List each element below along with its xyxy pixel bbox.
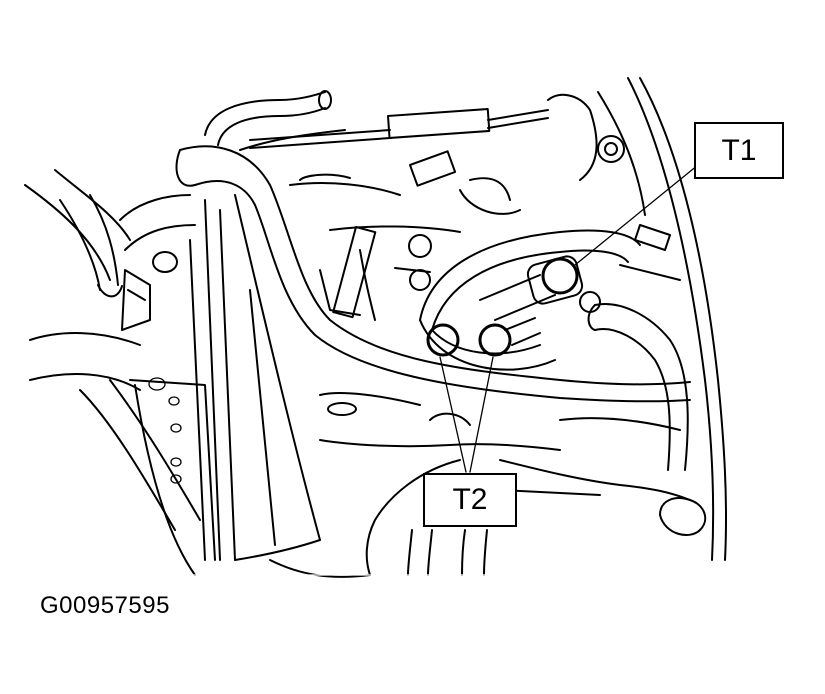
radiator-housing <box>189 194 321 561</box>
engine-bay-line-drawing <box>0 77 728 578</box>
fender-bolt <box>597 135 625 163</box>
callout-t1: T1 <box>694 122 784 179</box>
mounting-bracket <box>148 377 182 484</box>
frame-lower <box>0 559 561 578</box>
t2-clamps <box>426 317 541 357</box>
right-lower-hose <box>587 224 689 471</box>
upper-radiator-hose <box>175 145 691 403</box>
lower-vertical-hose <box>407 529 488 576</box>
figure-id: G00957595 <box>40 592 170 619</box>
engine-block <box>289 150 521 321</box>
throttle-cable <box>249 93 598 181</box>
callout-t1-label: T1 <box>721 133 757 167</box>
fender-outline <box>597 77 728 561</box>
left-hose <box>59 194 196 331</box>
top-hose <box>204 90 346 151</box>
callout-t2-label: T2 <box>452 483 488 516</box>
left-panel <box>24 169 216 576</box>
leader-lines <box>439 164 699 473</box>
heater-pipe <box>419 229 641 371</box>
callout-t2: T2 <box>423 473 517 527</box>
